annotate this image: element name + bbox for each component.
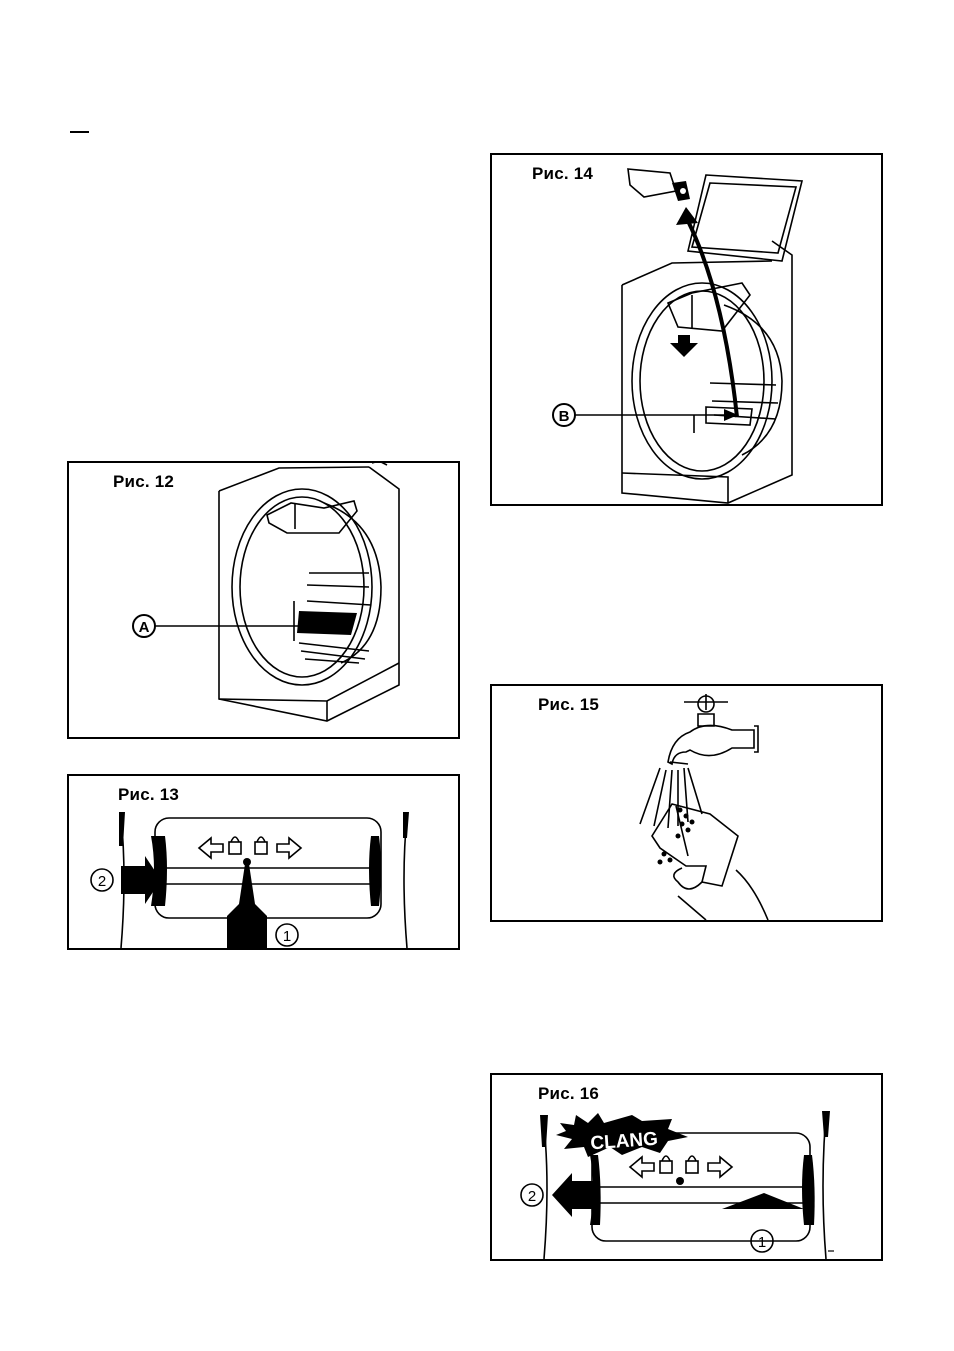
step-1-label: 1 <box>283 928 291 945</box>
dryer-filter-illustration: A <box>69 463 458 737</box>
clang-sound-word: CLANG <box>590 1129 659 1155</box>
step-1-label-fig16: 1 <box>758 1234 766 1251</box>
step-2-label: 2 <box>98 873 106 890</box>
filter-lock-illustration-closed: CLANG 2 1 <box>492 1075 881 1259</box>
callout-a-label: A <box>139 619 150 636</box>
callout-b-label: B <box>559 408 570 425</box>
figure-13: Рис. 13 2 1 <box>67 774 460 950</box>
figure-14: Рис. 14 B <box>490 153 883 506</box>
figure-15: Рис. 15 <box>490 684 883 922</box>
figure-16: Рис. 16 CLANG 2 1 <box>490 1073 883 1261</box>
tap-rinsing-illustration <box>492 686 881 920</box>
step-2-label-fig16: 2 <box>528 1188 536 1205</box>
filter-lock-illustration-open: 2 1 <box>69 776 458 948</box>
page-marker-dash <box>70 131 89 133</box>
dryer-condenser-illustration: B <box>492 155 881 504</box>
figure-12: Рис. 12 A <box>67 461 460 739</box>
